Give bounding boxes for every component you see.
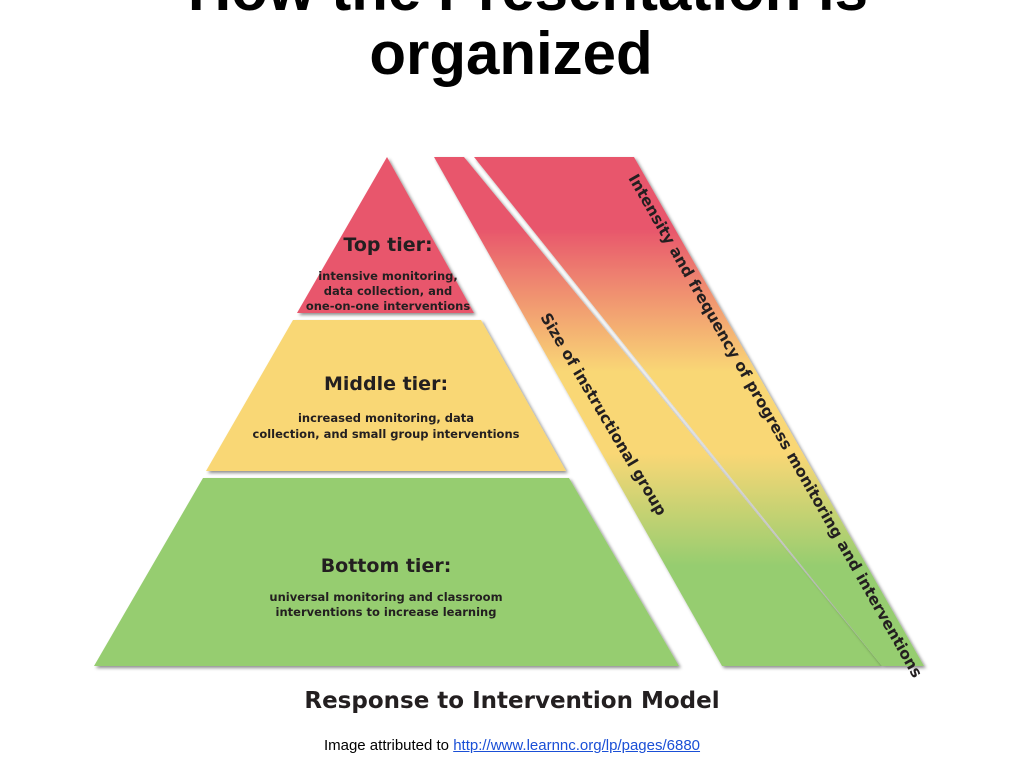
intensity-band [474, 157, 924, 666]
middle-tier-heading: Middle tier: [324, 373, 448, 395]
attribution: Image attributed to http://www.learnnc.o… [0, 737, 1024, 754]
top-tier-desc-line-2: data collection, and [324, 284, 453, 298]
slide-title-line-2: organized [369, 20, 653, 87]
group-size-band [434, 157, 882, 666]
top-tier-desc-line-3: one-on-one interventions [306, 299, 471, 313]
middle-tier-desc-line-1: increased monitoring, data [298, 411, 474, 425]
top-tier-shape [297, 157, 474, 313]
attribution-prefix: Image attributed to [323, 737, 454, 754]
top-tier-heading: Top tier: [343, 234, 432, 256]
slide-title: How the Presentation is organized [0, 0, 1024, 86]
model-caption: Response to Intervention Model [304, 688, 720, 714]
bottom-tier-heading: Bottom tier: [321, 555, 452, 577]
bottom-tier-desc-line-2: interventions to increase learning [276, 605, 497, 619]
middle-tier-shape [206, 320, 566, 471]
attribution-link[interactable]: http://www.learnnc.org/lp/pages/6880 [453, 737, 701, 754]
bottom-tier-desc-line-1: universal monitoring and classroom [269, 590, 502, 604]
slide-title-line-1: How the Presentation is [0, 0, 1024, 22]
middle-tier-desc-line-2: collection, and small group intervention… [253, 427, 520, 441]
top-tier-desc-line-1: intensive monitoring, [318, 269, 458, 283]
bottom-tier-shape [94, 478, 679, 666]
